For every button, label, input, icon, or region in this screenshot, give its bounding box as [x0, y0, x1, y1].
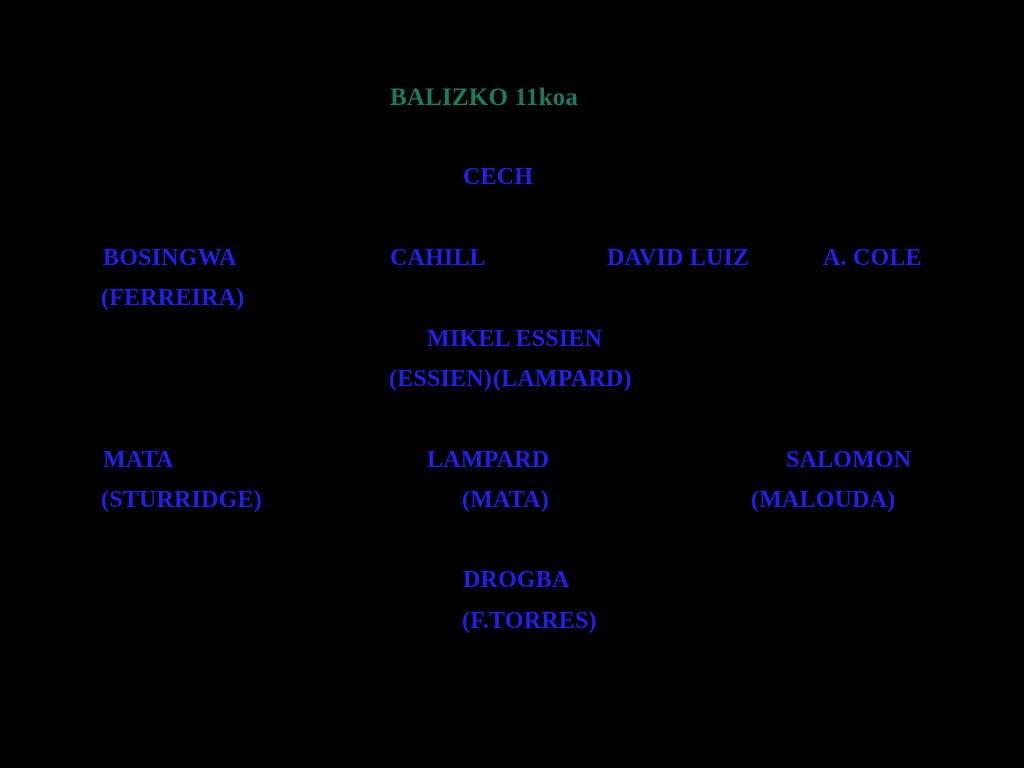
- player-holding-midfield: MIKEL ESSIEN: [427, 326, 603, 352]
- player-defender-1: BOSINGWA: [103, 245, 237, 271]
- sub-midfielder-1: (STURRIDGE): [101, 487, 262, 513]
- player-midfielder-1: MATA: [103, 447, 174, 473]
- sub-holding-midfield-left: (ESSIEN): [389, 366, 492, 392]
- sub-midfielder-3: (MALOUDA): [751, 487, 896, 513]
- sub-forward: (F.TORRES): [462, 608, 597, 634]
- player-midfielder-3: SALOMON: [786, 447, 912, 473]
- player-defender-2: CAHILL: [390, 245, 486, 271]
- player-goalkeeper: CECH: [463, 164, 534, 190]
- player-forward: DROGBA: [463, 567, 570, 593]
- page-title: BALIZKO 11koa: [390, 84, 579, 111]
- player-defender-4: A. COLE: [823, 245, 922, 271]
- sub-defender-1: (FERREIRA): [101, 285, 245, 311]
- sub-midfielder-2: (MATA): [462, 487, 549, 513]
- player-midfielder-2: LAMPARD: [427, 447, 550, 473]
- player-defender-3: DAVID LUIZ: [607, 245, 750, 271]
- sub-holding-midfield-right: (LAMPARD): [493, 366, 632, 392]
